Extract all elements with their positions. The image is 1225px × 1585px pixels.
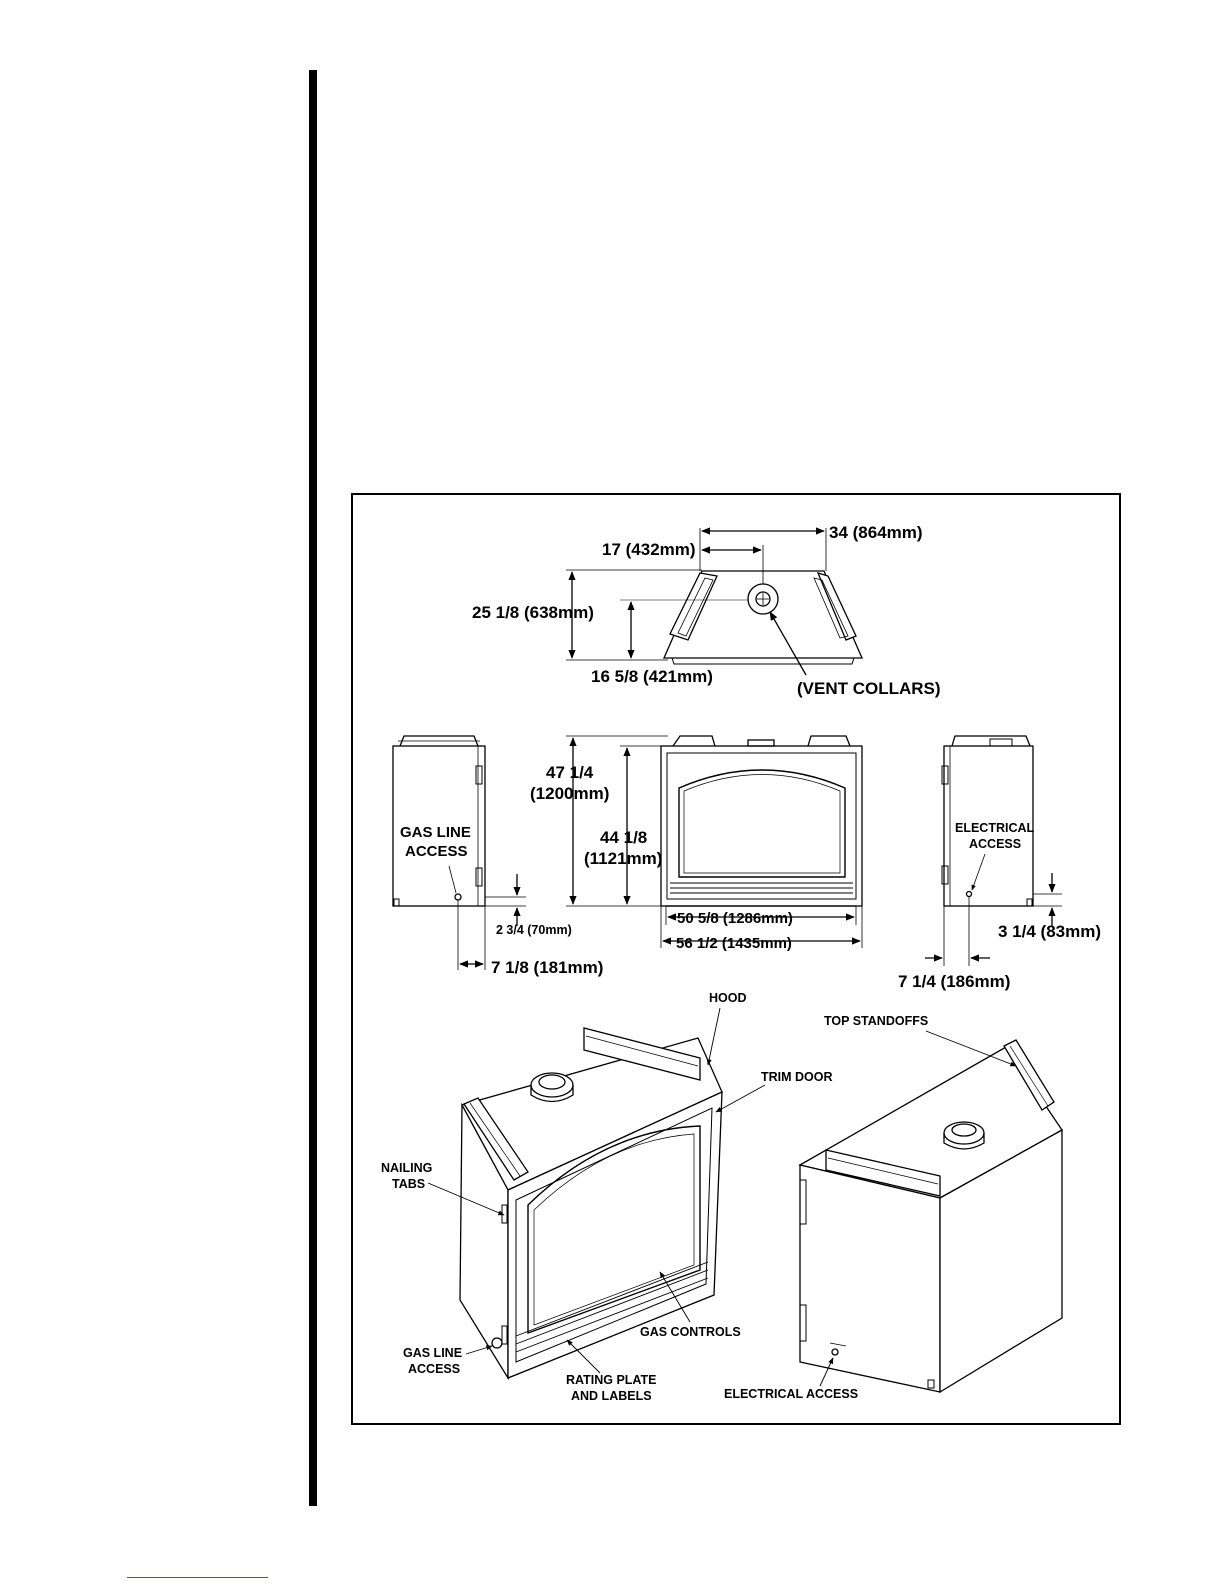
electrical-access-side-label: ELECTRICAL <box>955 821 1035 835</box>
nailing-tabs-label-2: TABS <box>392 1177 425 1191</box>
dim-16-5-8-label: 16 5/8 (421mm) <box>591 667 713 686</box>
dim-17-label: 17 (432mm) <box>602 540 696 559</box>
iso-front-standoff-right <box>583 1027 701 1081</box>
gas-line-access-side-label: GAS LINE <box>400 824 471 841</box>
trim-door-label: TRIM DOOR <box>761 1070 833 1084</box>
gas-line-access-side-label-2: ACCESS <box>405 843 468 860</box>
dim-50-5-8-label: 50 5/8 (1286mm) <box>677 910 793 927</box>
figure-frame <box>351 493 1121 1425</box>
left-side-view <box>392 735 526 970</box>
drawing-labels: 34 (864mm) 17 (432mm) 25 1/8 (638mm) 16 … <box>381 523 1101 1403</box>
dim-47-1-4-label: 47 1/4 <box>546 763 594 782</box>
page-margin-bar <box>309 70 317 1506</box>
dim-56-1-2-label: 56 1/2 (1435mm) <box>676 935 792 952</box>
dim-34-label: 34 (864mm) <box>829 523 923 542</box>
iso-rear-standoff-front <box>825 1149 941 1197</box>
gas-line-access-iso-label-2: ACCESS <box>408 1362 460 1376</box>
dim-1200mm-label: (1200mm) <box>530 784 609 803</box>
electrical-access-iso-label: ELECTRICAL ACCESS <box>724 1387 858 1401</box>
dim-7-1-4-label: 7 1/4 (186mm) <box>898 972 1010 991</box>
dim-44-1-8-label: 44 1/8 <box>600 828 647 847</box>
gas-line-access-iso-label: GAS LINE <box>403 1346 462 1360</box>
iso-front-standoff-left <box>463 1097 529 1181</box>
iso-rear-standoff-back <box>1003 1039 1055 1111</box>
vent-collars-label: (VENT COLLARS) <box>797 679 941 698</box>
electrical-access-side-label-2: ACCESS <box>969 837 1021 851</box>
dim-25-1-8-label: 25 1/8 (638mm) <box>472 603 594 622</box>
top-standoffs-label: TOP STANDOFFS <box>824 1014 928 1028</box>
bottom-link-underline <box>127 1577 268 1578</box>
nailing-tabs-label: NAILING <box>381 1161 432 1175</box>
isometric-front-view <box>427 1007 766 1381</box>
dim-7-1-8-label: 7 1/8 (181mm) <box>491 958 603 977</box>
rating-plate-label-2: AND LABELS <box>571 1389 652 1403</box>
dim-2-3-4-label: 2 3/4 (70mm) <box>496 923 572 937</box>
vent-collar-inner <box>755 591 771 607</box>
top-view <box>566 527 863 676</box>
right-side-view <box>925 735 1062 966</box>
isometric-rear-view <box>798 1030 1063 1394</box>
dim-1121mm-label: (1121mm) <box>584 849 662 868</box>
hood-label: HOOD <box>709 991 747 1005</box>
dim-3-1-4-label: 3 1/4 (83mm) <box>998 922 1101 941</box>
gas-controls-label: GAS CONTROLS <box>640 1325 741 1339</box>
front-view <box>566 735 863 948</box>
top-view-left-standoff <box>669 572 718 641</box>
rating-plate-label: RATING PLATE <box>566 1373 657 1387</box>
top-view-right-standoff <box>813 571 857 641</box>
